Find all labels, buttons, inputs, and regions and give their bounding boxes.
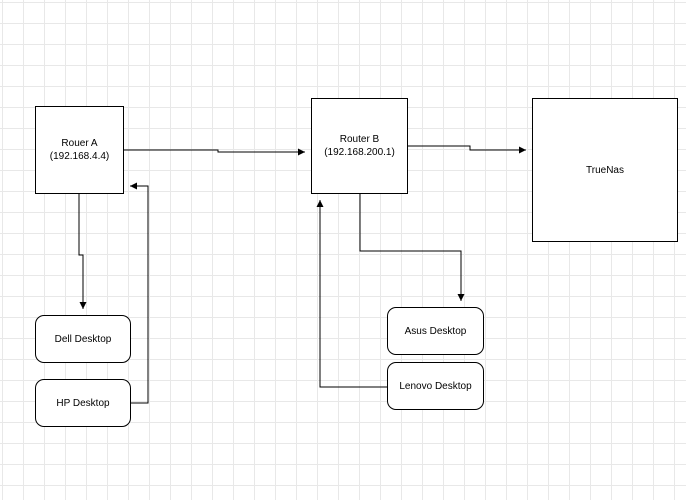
dell-desktop-label: Dell Desktop (54, 333, 112, 345)
router-b-node[interactable]: Router B (192.168.200.1) (311, 98, 408, 194)
truenas-label: TrueNas (586, 164, 624, 176)
dell-desktop-node[interactable]: Dell Desktop (35, 315, 131, 363)
hp-desktop-label: HP Desktop (56, 397, 110, 409)
edge-router-b-to-truenas (408, 145, 526, 154)
router-a-ip: (192.168.4.4) (49, 151, 110, 162)
hp-desktop-node[interactable]: HP Desktop (35, 379, 131, 427)
asus-desktop-node[interactable]: Asus Desktop (387, 307, 484, 355)
edge-router-a-to-router-b (124, 148, 305, 156)
lenovo-desktop-label: Lenovo Desktop (399, 380, 472, 392)
lenovo-desktop-node[interactable]: Lenovo Desktop (387, 362, 484, 410)
edge-router-b-to-asus (359, 194, 465, 301)
router-a-name: Rouer A (61, 138, 98, 149)
edge-hp-to-router-a (130, 182, 149, 404)
asus-desktop-label: Asus Desktop (404, 325, 467, 337)
router-b-name: Router B (339, 134, 380, 145)
router-a-node[interactable]: Rouer A (192.168.4.4) (35, 106, 124, 194)
edge-lenovo-to-router-b (316, 200, 387, 388)
truenas-node[interactable]: TrueNas (532, 98, 678, 242)
router-b-ip: (192.168.200.1) (324, 147, 395, 158)
edge-router-a-to-dell (78, 194, 87, 309)
